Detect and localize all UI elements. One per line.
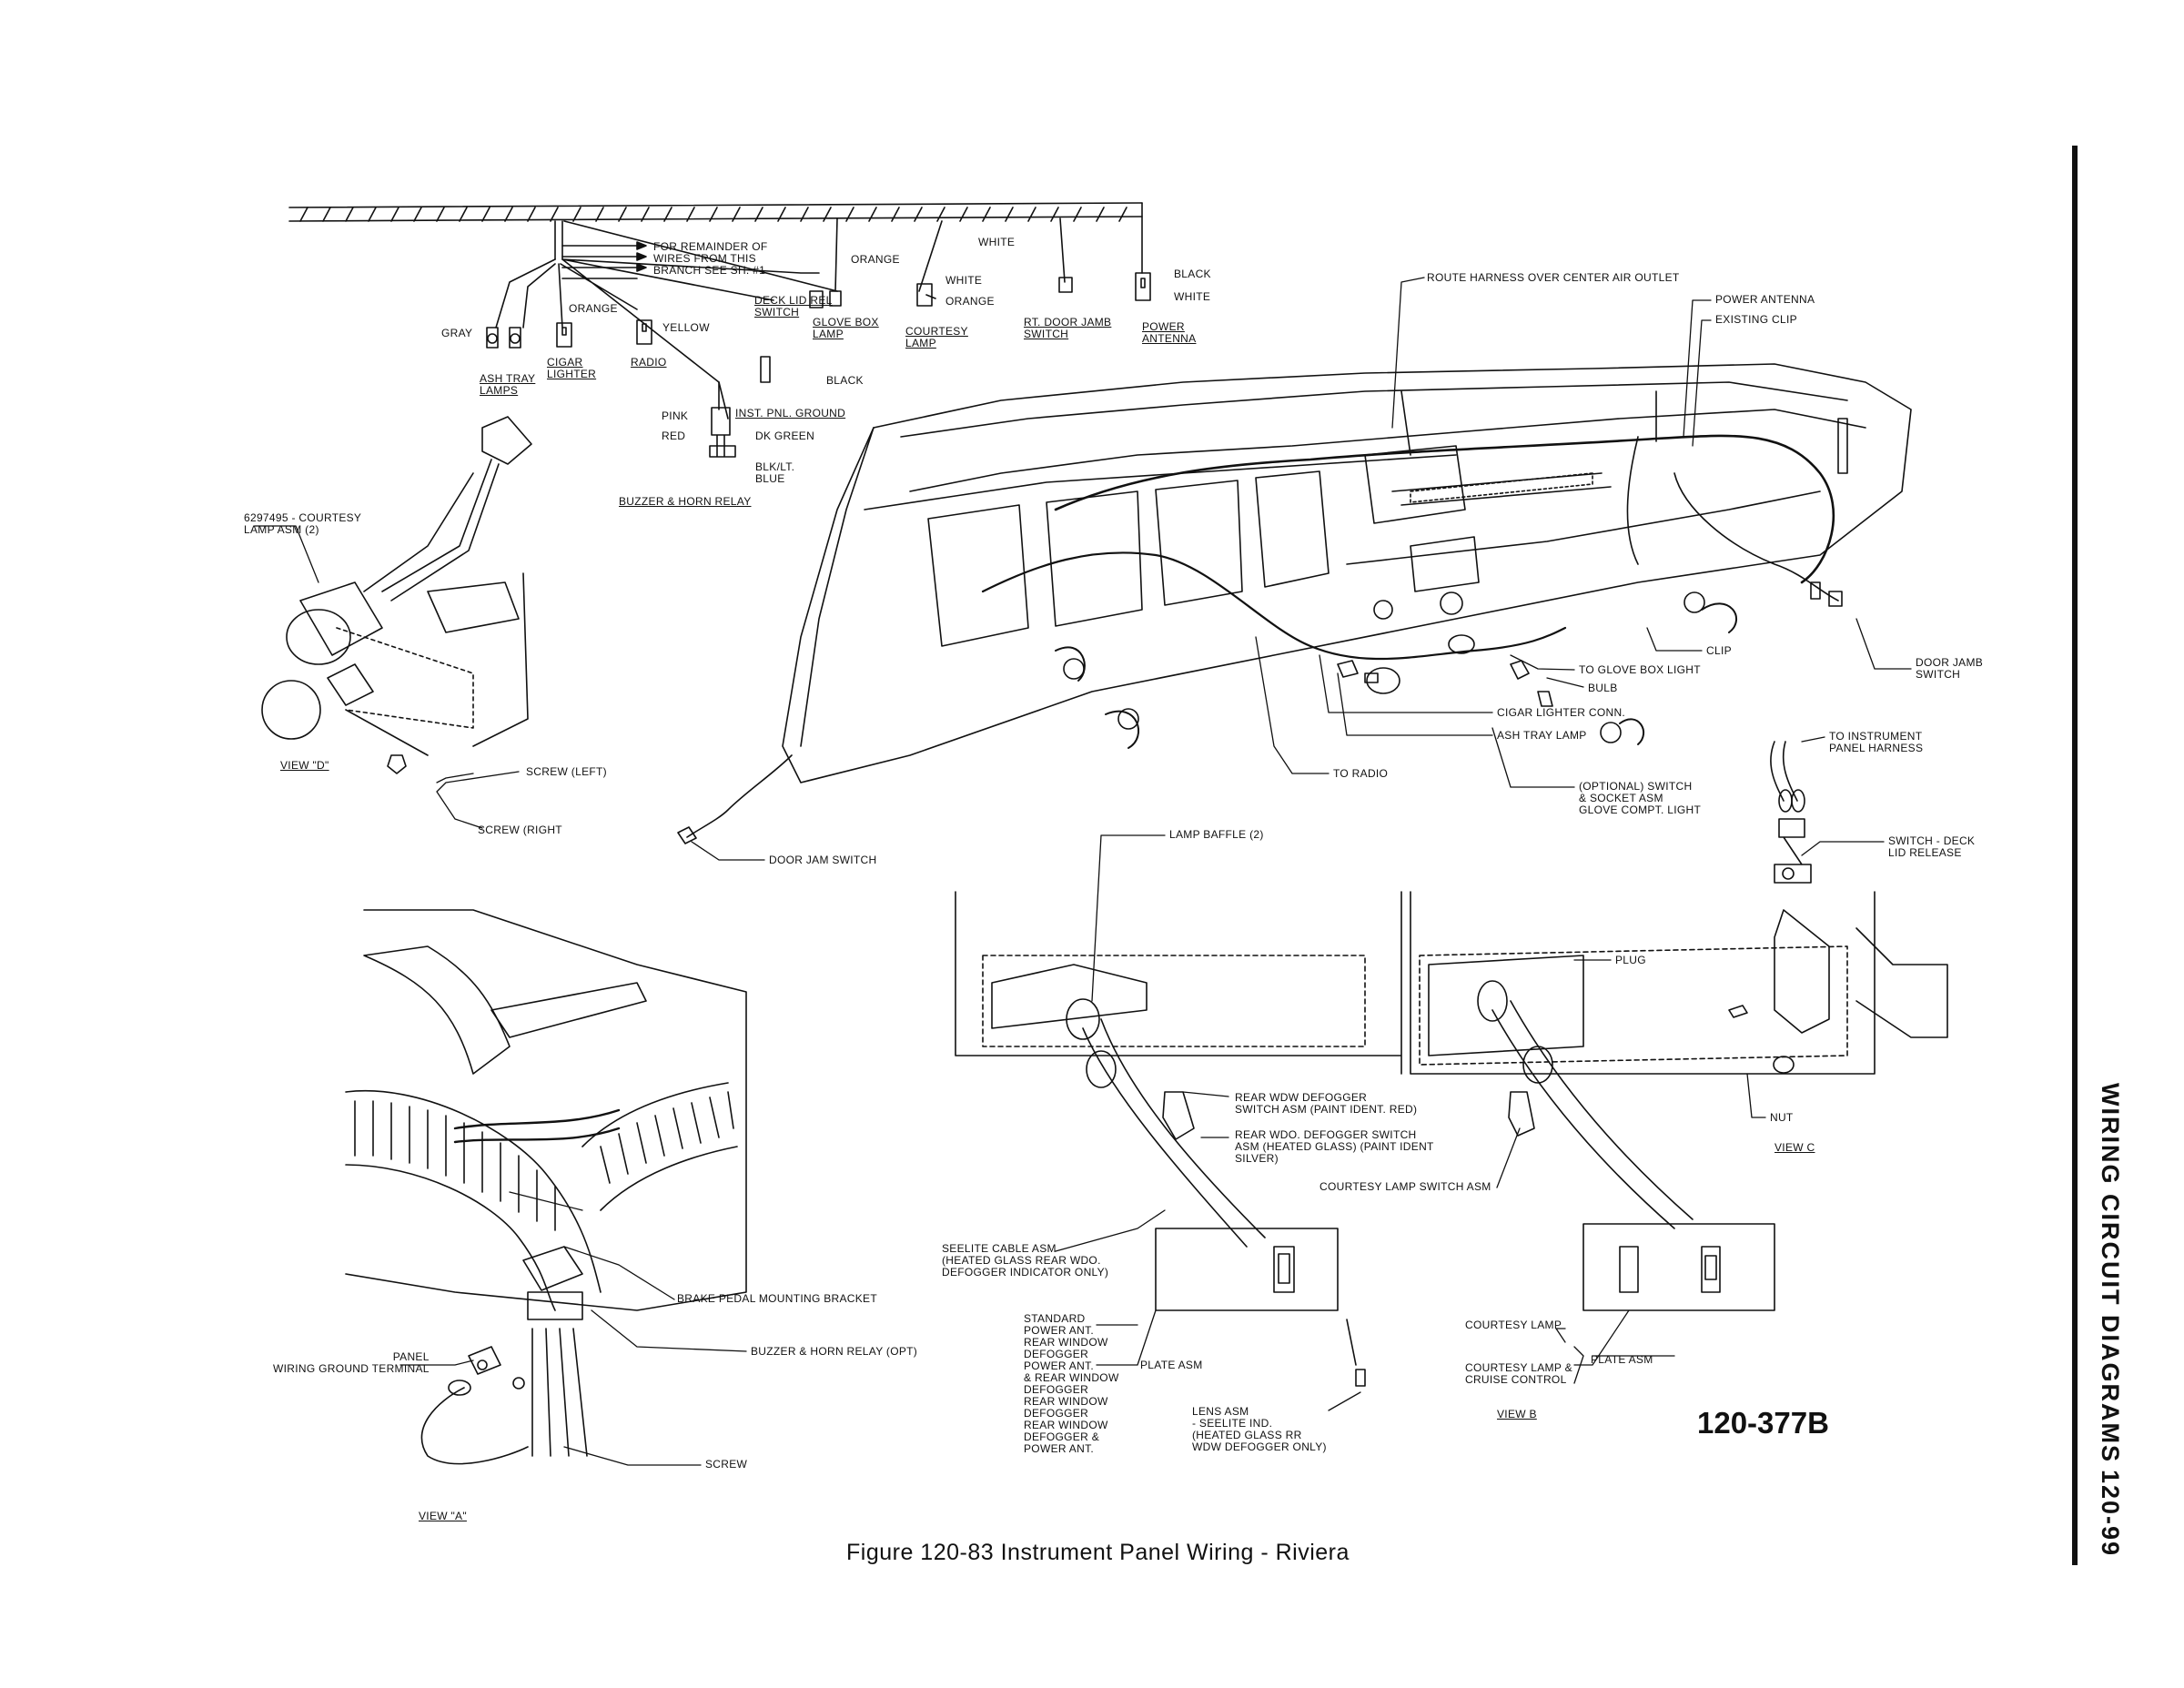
label-door-jam-switch: DOOR JAM SWITCH — [769, 854, 877, 866]
figure-caption: Figure 120-83 Instrument Panel Wiring - … — [846, 1540, 1350, 1565]
label-to-radio: TO RADIO — [1333, 767, 1389, 780]
label-inst-pnl-ground: INST. PNL. GROUND — [735, 407, 846, 419]
top-connectors — [487, 273, 1150, 457]
label-rear-wdo-defogger: REAR WDO. DEFOGGER SWITCH ASM (HEATED GL… — [1235, 1128, 1434, 1165]
label-blk-lt-blue: BLK/LT. BLUE — [755, 460, 795, 485]
label-yellow: YELLOW — [662, 321, 710, 334]
label-gray: GRAY — [441, 327, 473, 339]
label-ash-tray-lamp: ASH TRAY LAMP — [1497, 729, 1587, 742]
label-glove-box-lamp: GLOVE BOX LAMP — [813, 316, 879, 340]
label-courtesy-lamp-asm: 6297495 - COURTESY LAMP ASM (2) — [244, 511, 362, 536]
label-to-glove-box-light: TO GLOVE BOX LIGHT — [1579, 663, 1701, 676]
label-lamp-baffle: LAMP BAFFLE (2) — [1169, 828, 1264, 841]
label-ash-tray-lamps: ASH TRAY LAMPS — [480, 372, 536, 397]
view-d-illustration — [262, 417, 531, 773]
label-courtesy-lamp-top: COURTESY LAMP — [905, 325, 968, 349]
label-door-jamb-switch-right: DOOR JAMB SWITCH — [1916, 656, 1984, 681]
section-title: WIRING CIRCUIT DIAGRAMS — [2097, 1083, 2124, 1463]
label-white-jamb: WHITE — [978, 236, 1016, 248]
label-screw-view-a: SCREW — [705, 1458, 748, 1471]
label-orange-glove: ORANGE — [851, 253, 900, 266]
label-optional-switch: (OPTIONAL) SWITCH & SOCKET ASM GLOVE COM… — [1579, 780, 1702, 816]
view-c-illustration — [1729, 742, 1947, 1073]
label-power-antenna-right: POWER ANTENNA — [1715, 293, 1815, 306]
label-remainder-wires: FOR REMAINDER OF WIRES FROM THIS BRANCH … — [653, 240, 768, 277]
label-lens-asm: LENS ASM - SEELITE IND. (HEATED GLASS RR… — [1192, 1405, 1327, 1453]
label-white-antenna: WHITE — [1174, 290, 1211, 303]
label-buzzer-horn-relay-opt: BUZZER & HORN RELAY (OPT) — [751, 1345, 918, 1358]
label-rear-wdw-defogger: REAR WDW DEFOGGER SWITCH ASM (PAINT IDEN… — [1235, 1091, 1418, 1116]
label-existing-clip: EXISTING CLIP — [1715, 313, 1797, 326]
main-harness-bar — [289, 203, 1142, 419]
dashboard-illustration — [678, 364, 1911, 844]
figure-number: 120-377B — [1697, 1406, 1829, 1440]
label-white-courtesy: WHITE — [945, 274, 983, 287]
label-pink: PINK — [662, 409, 689, 422]
label-plate-asm-left: PLATE ASM — [1140, 1359, 1203, 1371]
label-cigar-lighter: CIGAR LIGHTER — [547, 356, 597, 380]
label-courtesy-lamp-b: COURTESY LAMP — [1465, 1319, 1562, 1331]
page-number: 120-99 — [2097, 1470, 2124, 1558]
label-seelite-cable: SEELITE CABLE ASM (HEATED GLASS REAR WDO… — [942, 1242, 1109, 1279]
label-screw-left: SCREW (LEFT) — [526, 765, 607, 778]
label-dk-green: DK GREEN — [755, 430, 815, 442]
label-view-d: VIEW "D" — [280, 759, 329, 772]
label-view-a: VIEW "A" — [419, 1510, 467, 1522]
label-courtesy-lamp-switch-asm: COURTESY LAMP SWITCH ASM — [1320, 1180, 1491, 1193]
view-b-illustration — [956, 892, 1875, 1386]
label-courtesy-cruise: COURTESY LAMP & CRUISE CONTROL — [1465, 1361, 1572, 1386]
label-buzzer-horn-relay-top: BUZZER & HORN RELAY — [619, 495, 752, 508]
label-power-antenna-top: POWER ANTENNA — [1142, 320, 1197, 345]
label-cigar-lighter-conn: CIGAR LIGHTER CONN. — [1497, 706, 1626, 719]
label-red: RED — [662, 430, 686, 442]
label-deck-lid-rel-switch: DECK LID REL SWITCH — [754, 294, 833, 318]
label-rt-door-jamb-switch: RT. DOOR JAMB SWITCH — [1024, 316, 1112, 340]
label-panel-ground-terminal: PANEL WIRING GROUND TERMINAL — [273, 1350, 430, 1375]
label-black-ground: BLACK — [826, 374, 864, 387]
label-orange-courtesy: ORANGE — [945, 295, 995, 308]
view-a-illustration — [346, 910, 746, 1464]
label-plate-asm-right: PLATE ASM — [1591, 1353, 1653, 1366]
label-brake-pedal-bracket: BRAKE PEDAL MOUNTING BRACKET — [677, 1292, 877, 1305]
label-radio: RADIO — [631, 356, 667, 369]
label-nut: NUT — [1770, 1111, 1794, 1124]
label-plug: PLUG — [1615, 954, 1646, 966]
label-clip: CLIP — [1706, 644, 1732, 657]
label-route-harness: ROUTE HARNESS OVER CENTER AIR OUTLET — [1427, 271, 1680, 284]
label-plate-variant-list: STANDARD POWER ANT. REAR WINDOW DEFOGGER… — [1024, 1312, 1119, 1455]
label-orange-cigar: ORANGE — [569, 302, 618, 315]
label-view-c: VIEW C — [1774, 1141, 1815, 1154]
label-screw-right: SCREW (RIGHT — [478, 824, 562, 836]
label-to-instrument-harness: TO INSTRUMENT PANEL HARNESS — [1829, 730, 1924, 754]
label-black-antenna: BLACK — [1174, 268, 1211, 280]
page-edge-bar — [2072, 146, 2078, 1565]
leader-lines — [255, 278, 1911, 1465]
label-bulb: BULB — [1588, 682, 1618, 694]
label-view-b: VIEW B — [1497, 1408, 1537, 1420]
label-switch-deck-lid: SWITCH - DECK LID RELEASE — [1888, 834, 1976, 859]
